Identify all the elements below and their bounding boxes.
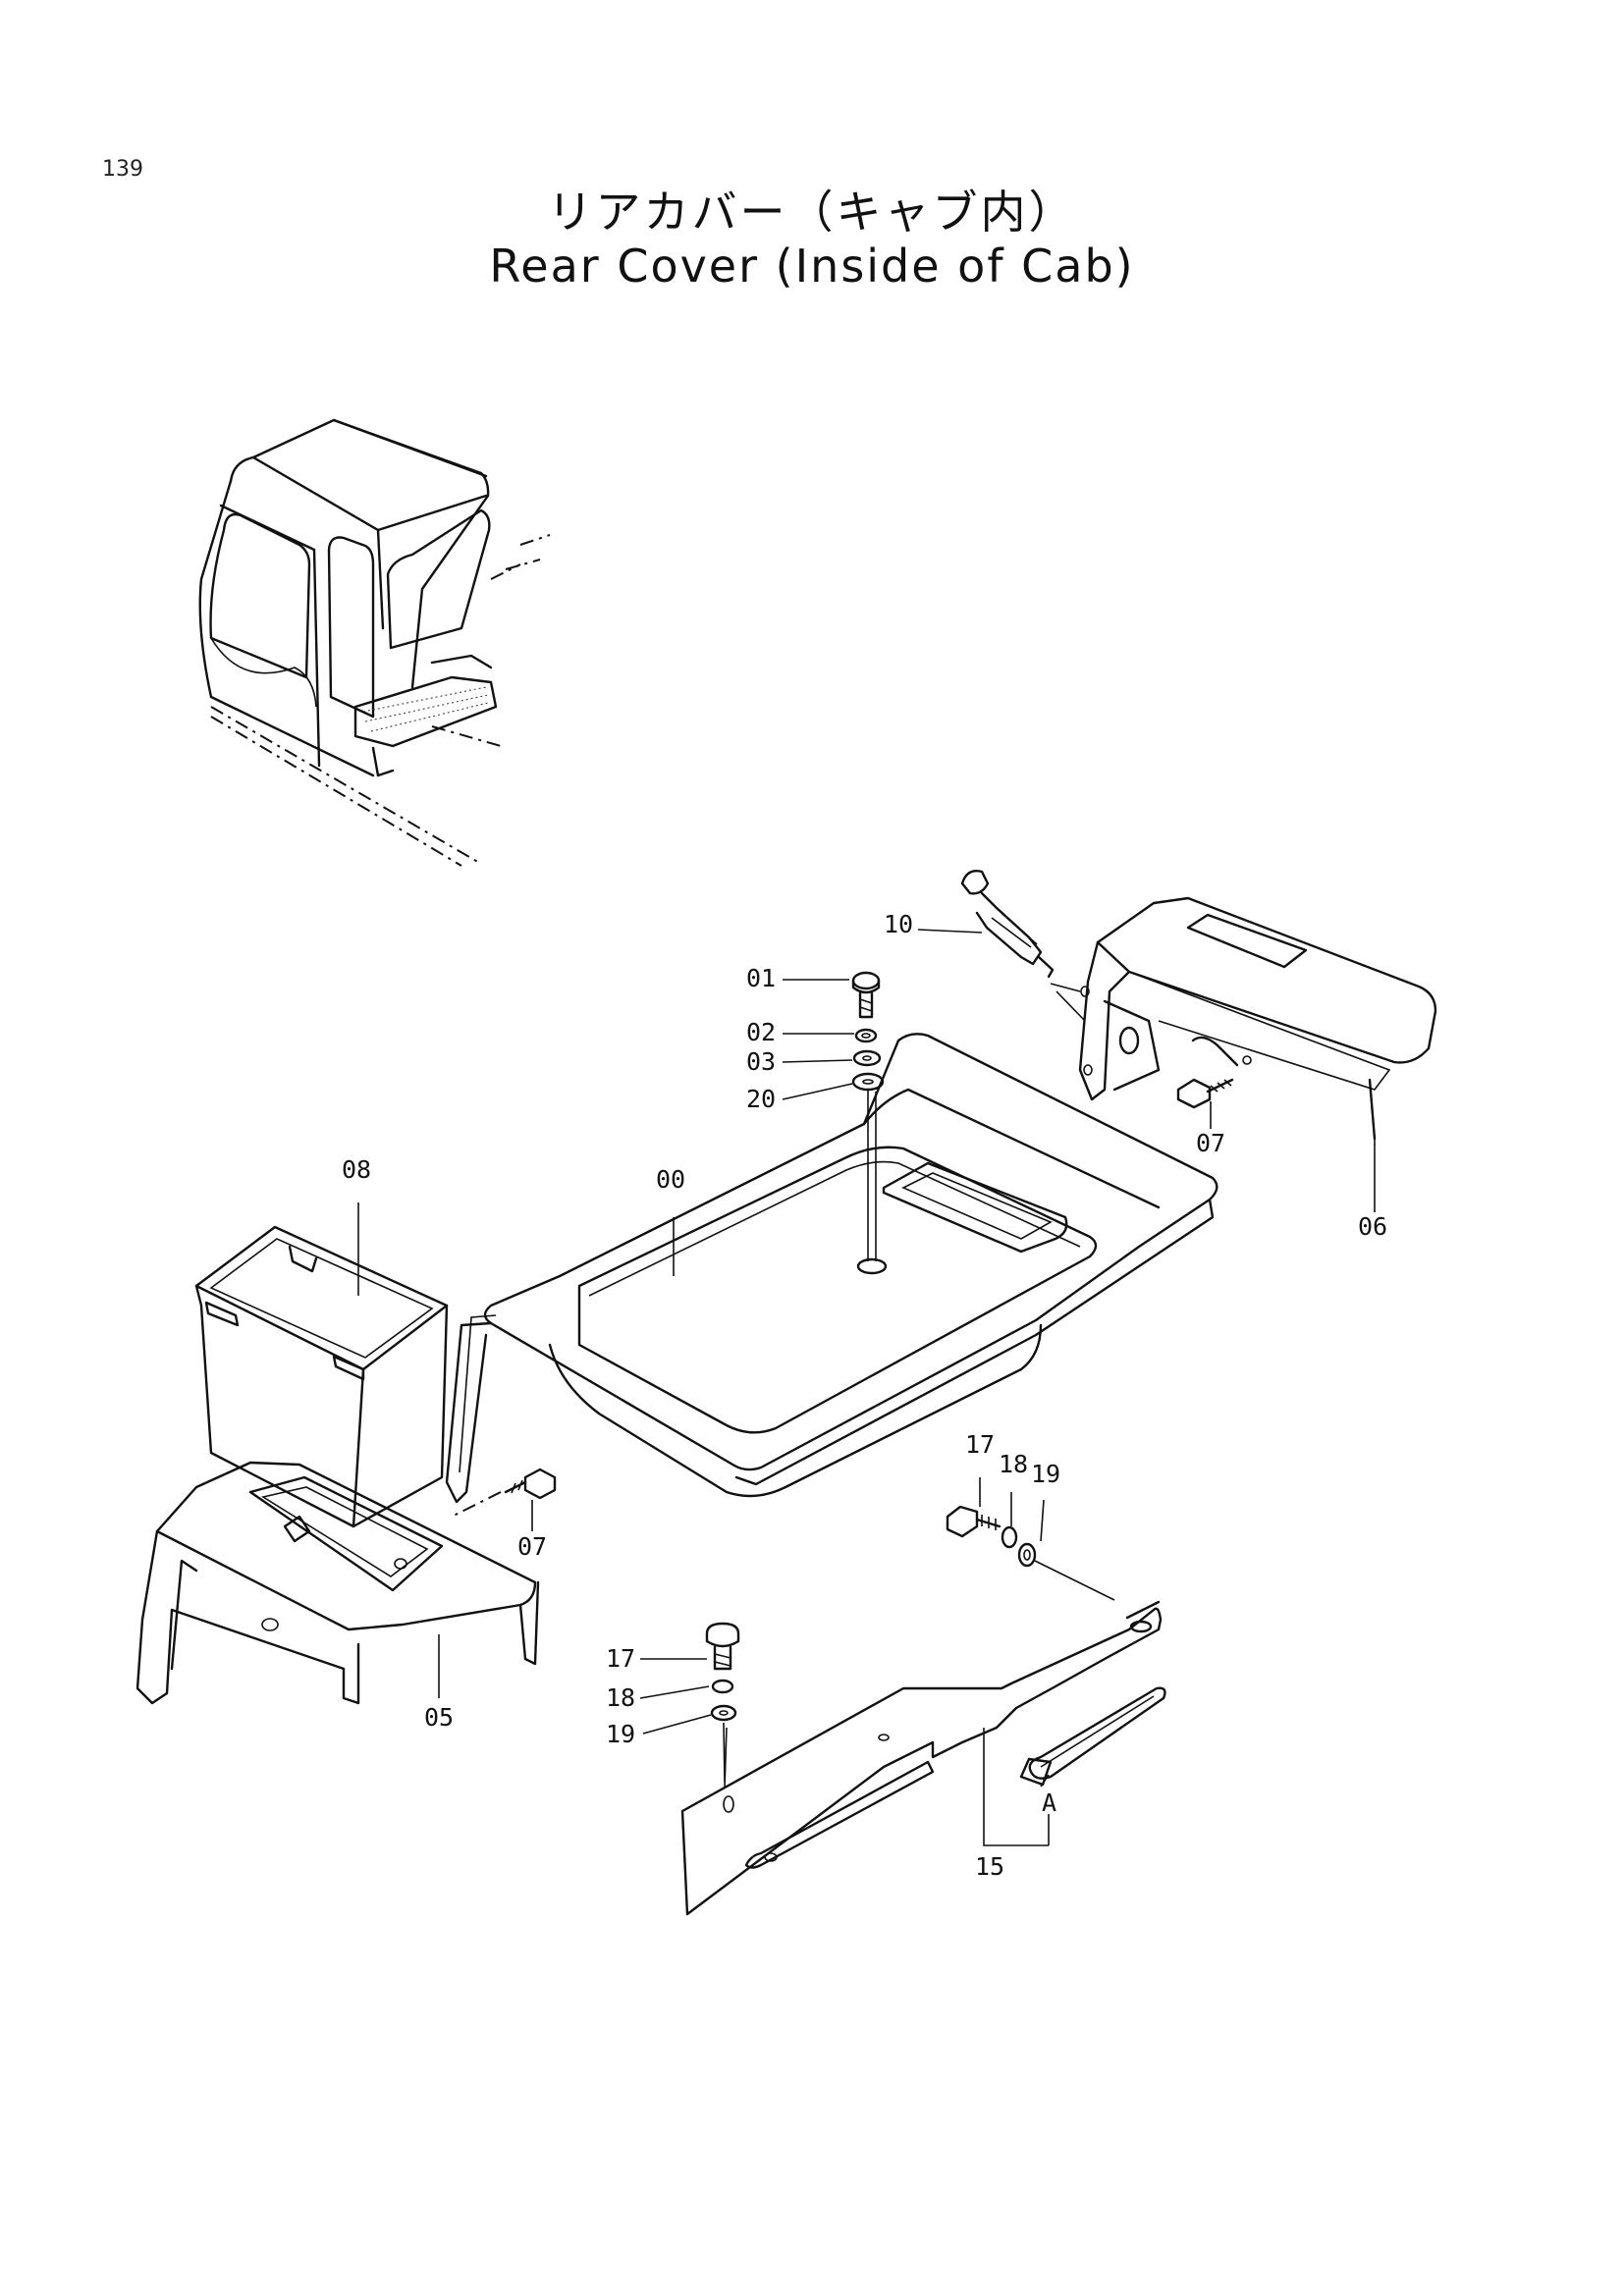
callout-05: 05 xyxy=(424,1703,454,1732)
page-title-english: Rear Cover (Inside of Cab) xyxy=(489,240,1135,293)
callout-18-left: 18 xyxy=(606,1683,635,1712)
callout-18-right: 18 xyxy=(999,1450,1028,1478)
callout-15: 15 xyxy=(975,1852,1004,1881)
part-06-right-cover-illustration xyxy=(1078,896,1437,1141)
part-17-bolt-right-illustration xyxy=(946,1505,1115,1601)
part-00-rear-cover-tray-illustration xyxy=(445,1033,1218,1504)
callout-03: 03 xyxy=(746,1047,776,1076)
callout-17-left: 17 xyxy=(606,1644,635,1673)
part-10-socket-illustration xyxy=(960,870,1055,979)
part-08-box-illustration xyxy=(194,1225,449,1528)
callout-06: 06 xyxy=(1358,1212,1387,1241)
callout-02: 02 xyxy=(746,1018,776,1046)
page-number: 139 xyxy=(102,157,143,182)
page-title-japanese: リアカバー（キャブ内） xyxy=(547,186,1077,239)
callout-00: 00 xyxy=(656,1165,685,1194)
part-07-bolt-right-illustration xyxy=(1176,1078,1234,1109)
cab-overview-illustration xyxy=(198,418,551,867)
part-a-strip-illustration xyxy=(1019,1686,1166,1787)
callout-01: 01 xyxy=(746,964,776,992)
part-07-bolt-left-illustration xyxy=(451,1468,557,1518)
hardware-stack-illustration xyxy=(851,971,885,1092)
callout-20: 20 xyxy=(746,1085,776,1113)
part-17-bolt-left-illustration xyxy=(705,1622,740,1783)
callout-07-left: 07 xyxy=(517,1532,547,1561)
callout-19-left: 19 xyxy=(606,1720,635,1748)
part-15-bottom-plate-illustration xyxy=(680,1600,1163,1916)
callout-19-right: 19 xyxy=(1031,1460,1060,1488)
leader-lines xyxy=(357,929,1376,1846)
callout-07-right: 07 xyxy=(1196,1129,1225,1157)
callout-08: 08 xyxy=(342,1155,371,1184)
callout-a: A xyxy=(1042,1789,1056,1817)
callout-10: 10 xyxy=(884,910,913,938)
callout-labels: 10 01 02 03 20 07 06 00 08 07 05 17 18 1… xyxy=(342,910,1387,1881)
callout-17-right: 17 xyxy=(965,1430,995,1459)
part-05-left-cover-illustration xyxy=(135,1461,540,1705)
